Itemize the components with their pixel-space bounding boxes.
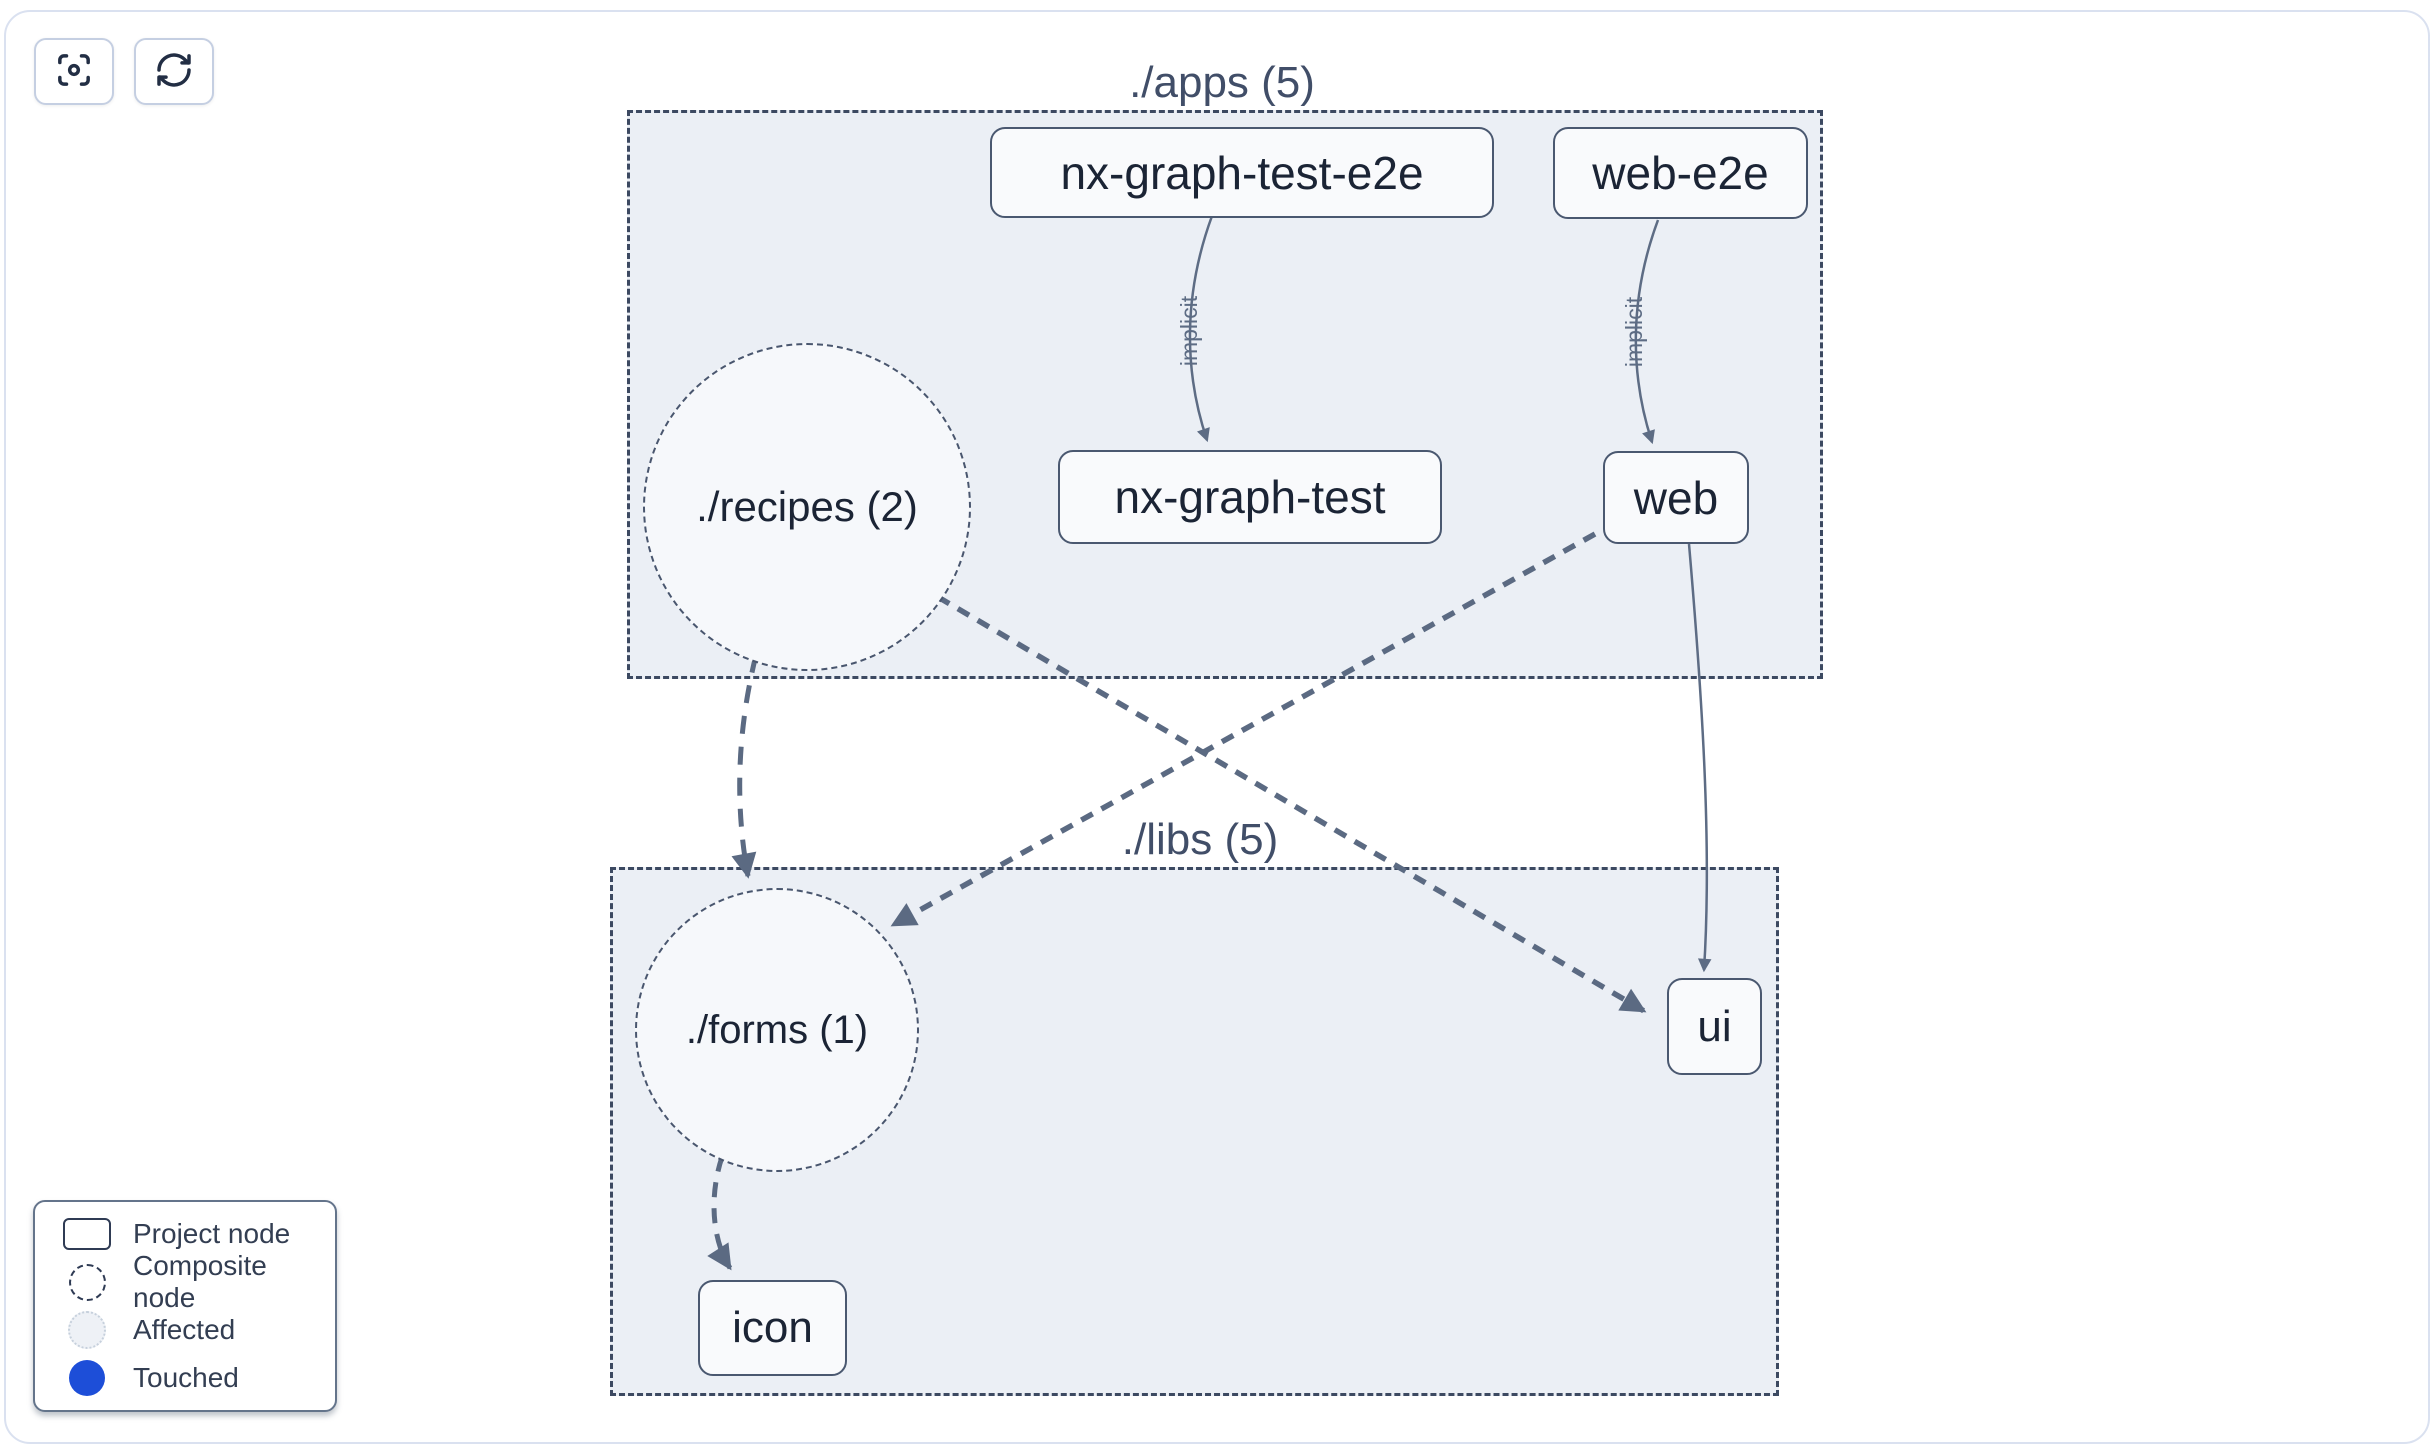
node-recipes-composite[interactable]: ./recipes (2) [643, 343, 971, 671]
edge-web-to-ui[interactable] [1687, 543, 1712, 973]
edge-nx-graph-test-e2e-to-nx-graph-test[interactable] [1188, 215, 1214, 443]
node-web-e2e[interactable]: web-e2e [1553, 127, 1808, 219]
node-web[interactable]: web [1603, 451, 1749, 544]
edge-recipes-to-ui[interactable] [936, 594, 1647, 1014]
center-graph-button[interactable] [34, 38, 114, 105]
legend-label: Affected [133, 1314, 236, 1345]
node-nx-graph-test[interactable]: nx-graph-test [1058, 450, 1442, 544]
edge-label-implicit: implicit [1621, 296, 1647, 368]
legend-item-project-node: Project node [35, 1213, 335, 1255]
legend-item-affected: Affected [35, 1309, 335, 1351]
group-apps-title: ./apps (5) [1129, 58, 1315, 107]
node-icon[interactable]: icon [698, 1280, 847, 1376]
legend-item-touched: Touched [35, 1357, 335, 1399]
edge-label-implicit: implicit [1176, 295, 1202, 367]
node-forms-composite[interactable]: ./forms (1) [635, 888, 919, 1172]
legend-label: Project node [133, 1218, 291, 1249]
edge-recipes-to-forms[interactable] [731, 654, 759, 879]
node-ui[interactable]: ui [1667, 978, 1762, 1075]
project-node-swatch-icon [63, 1218, 111, 1250]
refresh-icon [154, 50, 194, 93]
node-nx-graph-test-e2e[interactable]: nx-graph-test-e2e [990, 127, 1494, 218]
composite-node-swatch-icon [68, 1263, 106, 1301]
affected-swatch-icon [68, 1311, 106, 1349]
refresh-button[interactable] [134, 38, 214, 105]
group-libs-title: ./libs (5) [1121, 815, 1279, 864]
edge-web-e2e-to-web[interactable] [1634, 219, 1660, 445]
focus-icon [54, 50, 94, 93]
edge-web-to-forms[interactable] [890, 531, 1597, 928]
legend-item-composite-node: Composite node [35, 1250, 335, 1313]
legend-label: Composite node [133, 1250, 267, 1313]
edge-forms-to-icon[interactable] [707, 1156, 733, 1271]
legend-label: Touched [133, 1362, 239, 1393]
legend: Project node Composite node Affected Tou… [33, 1200, 337, 1412]
touched-swatch-icon [69, 1360, 105, 1396]
